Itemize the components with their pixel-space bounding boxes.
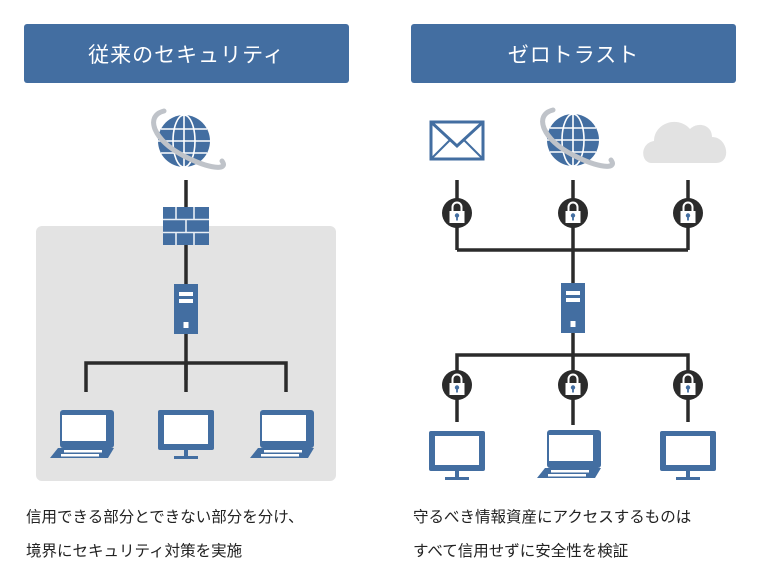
zero-trust-title: ゼロトラスト (507, 42, 640, 67)
firewall-icon (163, 207, 209, 245)
traditional-security-title: 従来のセキュリティ (88, 42, 285, 67)
lock-icon (557, 369, 589, 401)
mail-icon (429, 120, 485, 161)
internet-globe-icon (543, 110, 613, 166)
server-icon (174, 284, 198, 334)
zero-trust-header: ゼロトラスト (411, 24, 736, 83)
server-icon (561, 283, 585, 333)
lock-icon (557, 197, 589, 229)
lock-icon (441, 369, 473, 401)
monitor-icon (429, 431, 485, 480)
lock-icon (672, 369, 704, 401)
laptop-icon (537, 430, 601, 478)
caption-line: 守るべき情報資産にアクセスするものは (413, 508, 692, 526)
lock-icon (441, 197, 473, 229)
traditional-security-caption: 信用できる部分とできない部分を分け、 境界にセキュリティ対策を実施 (26, 500, 303, 568)
lock-icon (672, 197, 704, 229)
caption-line: 境界にセキュリティ対策を実施 (26, 542, 243, 560)
traditional-security-header: 従来のセキュリティ (24, 24, 349, 83)
caption-line: すべて信用せずに安全性を検証 (413, 542, 629, 560)
caption-line: 信用できる部分とできない部分を分け、 (26, 508, 304, 526)
zero-trust-caption: 守るべき情報資産にアクセスするものは すべて信用せずに安全性を検証 (413, 500, 691, 568)
monitor-icon (660, 431, 716, 480)
internet-globe-icon (154, 111, 224, 167)
cloud-icon (643, 121, 727, 163)
